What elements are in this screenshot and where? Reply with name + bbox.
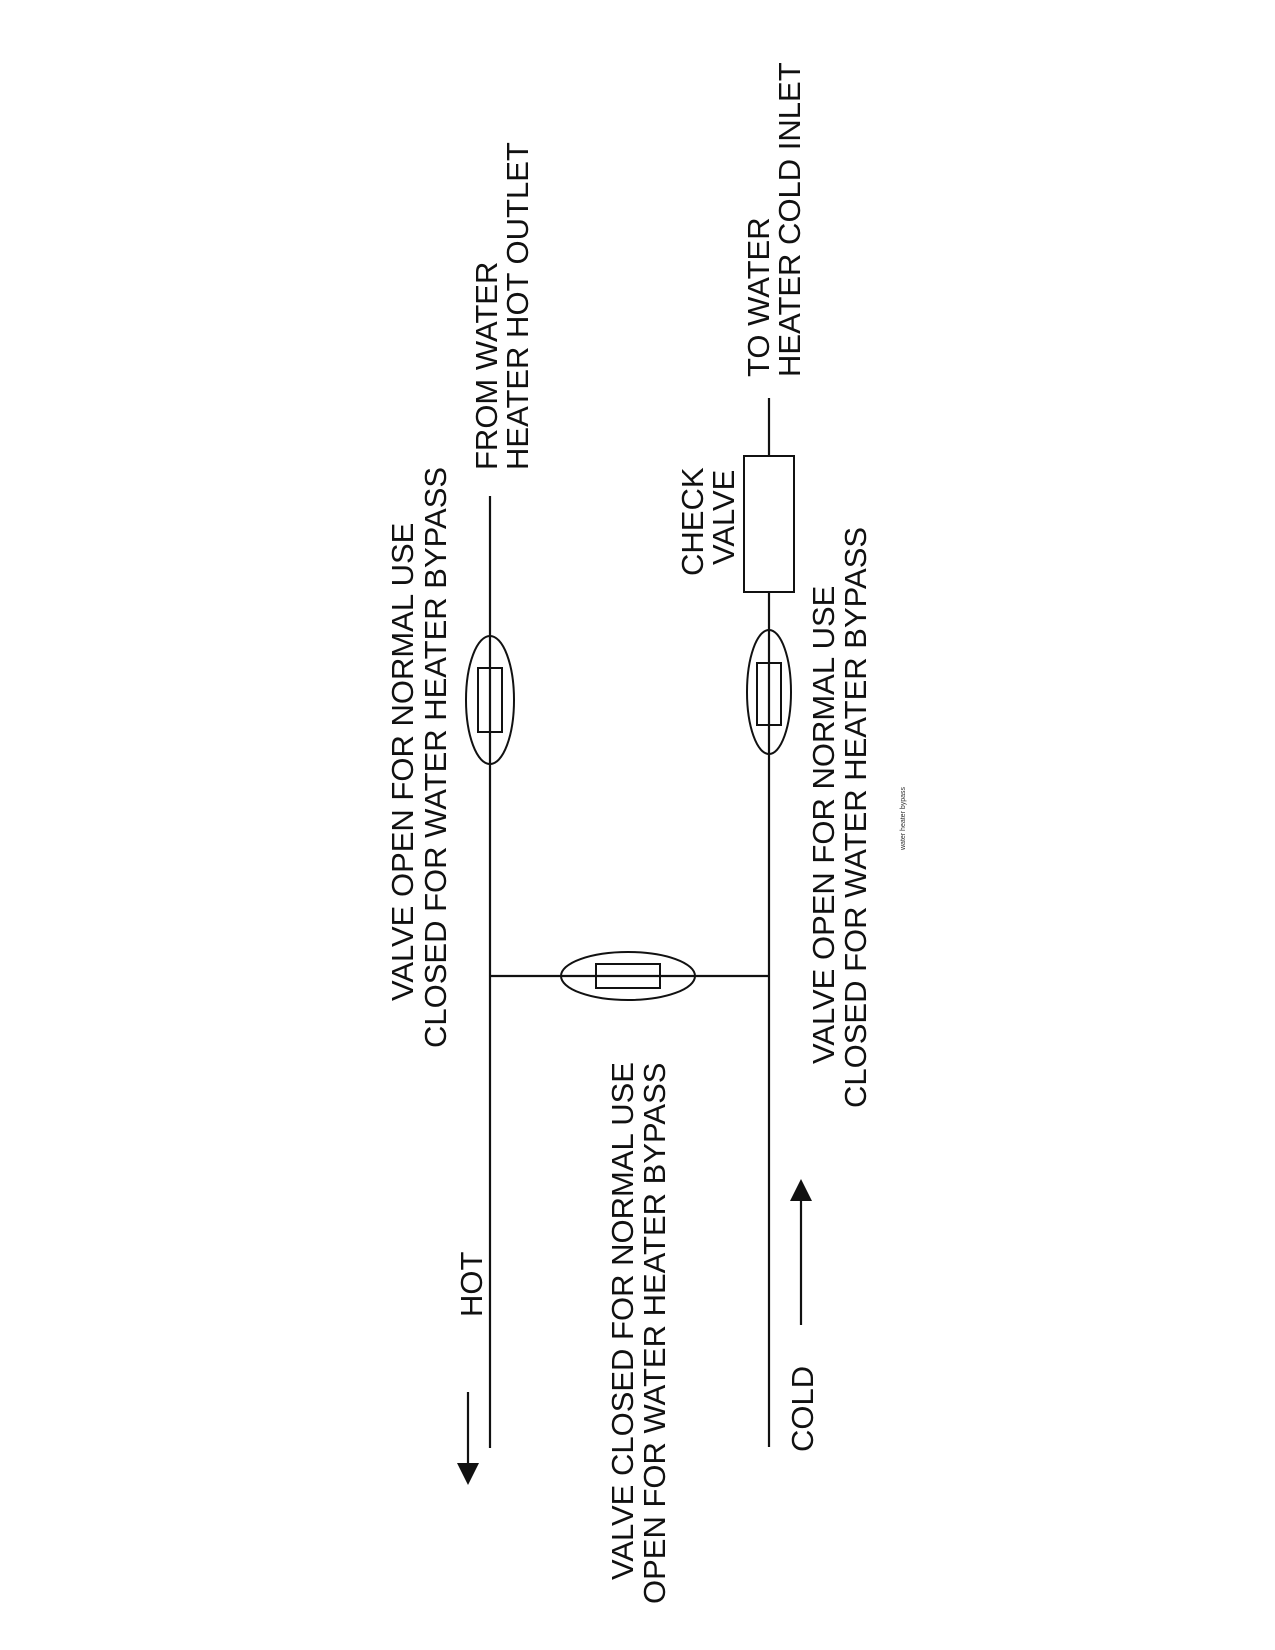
cold-valve-label-line2: CLOSED FOR WATER HEATER BYPASS (838, 527, 873, 1108)
cold-valve-label-line1: VALVE OPEN FOR NORMAL USE (806, 586, 841, 1064)
check-valve-label-line1: CHECK (675, 467, 710, 576)
bypass-valve-label-line2: OPEN FOR WATER HEATER BYPASS (637, 1063, 672, 1604)
bypass-valve[interactable] (560, 951, 696, 1001)
check-valve[interactable] (743, 455, 795, 593)
cold-label: COLD (785, 1366, 820, 1452)
hot-line-valve[interactable] (465, 635, 515, 765)
bypass-valve-label-line1: VALVE CLOSED FOR NORMAL USE (605, 1062, 640, 1580)
hot-valve-label-line2: CLOSED FOR WATER HEATER BYPASS (418, 467, 453, 1048)
to-heater-label-line1: TO WATER (741, 217, 776, 377)
hot-label: HOT (454, 1252, 489, 1318)
cold-line-valve[interactable] (746, 629, 792, 755)
from-heater-label-line2: HEATER HOT OUTLET (500, 142, 535, 470)
check-valve-label-line2: VALVE (706, 470, 741, 565)
hot-valve-label-line1: VALVE OPEN FOR NORMAL USE (385, 523, 420, 1001)
from-heater-label-line1: FROM WATER (469, 262, 504, 470)
caption-label: water heater bypass (900, 786, 907, 851)
to-heater-label-line2: HEATER COLD INLET (772, 62, 807, 377)
